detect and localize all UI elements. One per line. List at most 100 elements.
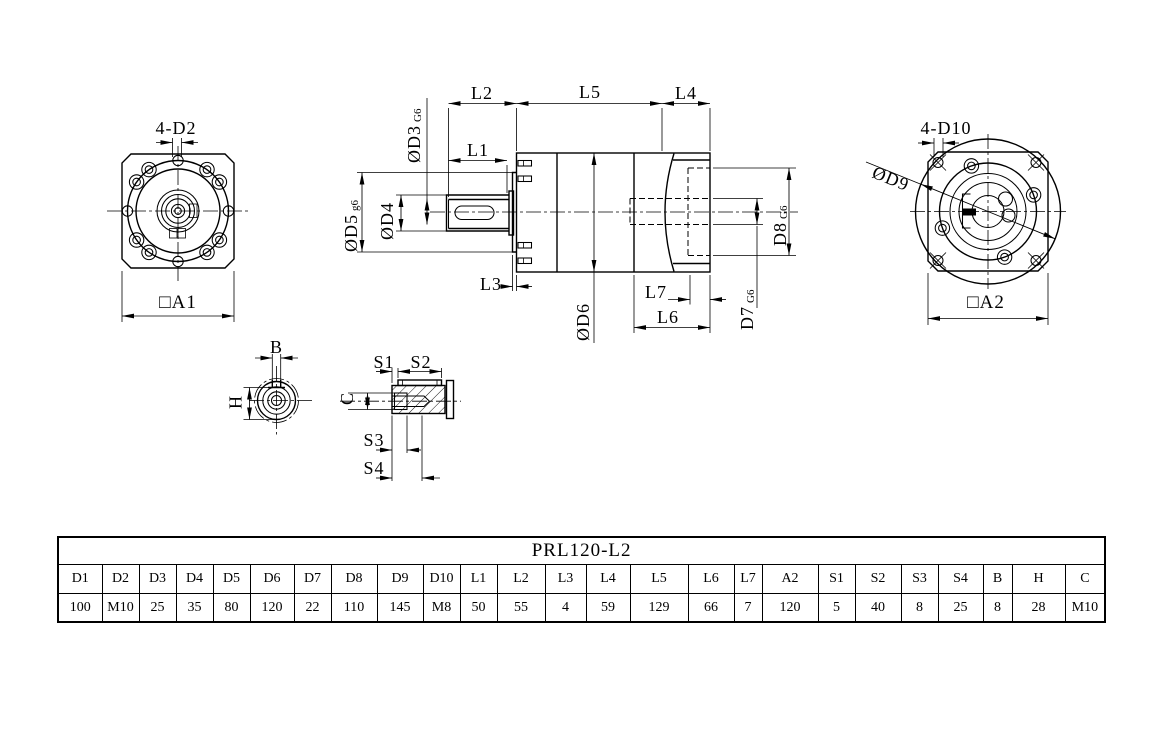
cell-value: 22 [293,593,332,623]
drawing-canvas: 4-D2 □A1 [107,82,1066,481]
dim-d6: ØD6 [573,303,593,341]
cell-value: 100 [57,593,103,623]
dim-l6: L6 [657,307,679,327]
col-header: L6 [687,564,735,594]
rear-tapped-corner-holes [929,154,1045,269]
cell-value: 129 [629,593,689,623]
dimension-table: PRL120-L2 D1 D2 D3 D4 D5 D6 D7 D8 D9 D10… [57,536,1107,623]
key-plate [397,379,443,387]
col-header: D5 [212,564,251,594]
col-header: B [982,564,1013,594]
col-header: S4 [937,564,984,594]
dim-d5: ØD5g6 [341,200,361,253]
dim-l7: L7 [645,282,667,302]
col-header: L7 [733,564,763,594]
col-header: L2 [496,564,546,594]
front-holes-label: 4-D2 [156,118,197,138]
output-shaft [445,190,515,236]
cell-value: 55 [496,593,546,623]
shaft-section-body [391,384,446,415]
cell-value: M8 [422,593,461,623]
cell-value: 8 [900,593,939,623]
col-header: L4 [585,564,631,594]
col-header: D3 [138,564,177,594]
col-header: L5 [629,564,689,594]
cell-value: M10 [1064,593,1106,623]
table-value-row: 100 M10 25 35 80 120 22 110 145 M8 50 55… [57,593,1106,623]
col-header: L1 [459,564,498,594]
keyway-slot [454,205,495,221]
table-title: PRL120-L2 [57,536,1106,565]
table-title-row: PRL120-L2 [57,536,1106,565]
rear-holes-label: 4-D10 [921,118,972,138]
front-view: 4-D2 □A1 [107,118,249,322]
dim-l3: L3 [480,274,502,294]
dim-l4: L4 [675,83,697,103]
col-header: D2 [101,564,140,594]
front-flange-outline [121,153,235,269]
dim-l2: L2 [471,83,493,103]
rear-square-label: □A2 [967,292,1005,313]
dim-h: H [226,395,246,409]
col-header: D8 [330,564,378,594]
flange-screw-tabs [517,159,533,265]
dim-d8: D8G6 [770,205,790,246]
table-header-row: D1 D2 D3 D4 D5 D6 D7 D8 D9 D10 L1 L2 L3 … [57,564,1106,594]
cell-value: 120 [761,593,819,623]
cell-value: 110 [330,593,378,623]
col-header: D10 [422,564,461,594]
col-header: L3 [544,564,587,594]
col-header: D9 [376,564,424,594]
shaft-end-view: B H [226,337,314,435]
col-header: D7 [293,564,332,594]
col-header: D4 [175,564,214,594]
rear-view: ØD9 4-D10 □A2 [865,118,1066,325]
dim-d3: ØD3G6 [404,108,424,163]
gearbox-body [515,152,711,273]
cell-value: 25 [937,593,984,623]
col-header: A2 [761,564,819,594]
cell-value: 5 [817,593,856,623]
col-header: S2 [854,564,902,594]
cell-value: 66 [687,593,735,623]
cell-value: 4 [544,593,587,623]
col-header: H [1011,564,1066,594]
cell-value: 28 [1011,593,1066,623]
dim-s4: S4 [363,458,384,478]
hidden-bores [629,167,710,256]
cell-value: 7 [733,593,763,623]
key-section-view: C S1 S2 S3 S4 [337,352,461,481]
dim-d9: ØD9 [870,162,913,195]
tapped-hole [391,395,431,408]
cell-value: 8 [982,593,1013,623]
dim-s3: S3 [363,430,384,450]
col-header: C [1064,564,1106,594]
cell-value: 40 [854,593,902,623]
end-disk [445,379,455,420]
front-corner-holes [128,161,228,261]
dim-s2: S2 [410,352,431,372]
col-header: D6 [249,564,295,594]
dim-d7: D7G6 [737,289,757,330]
rear-key [962,208,976,216]
cell-value: 50 [459,593,498,623]
dim-s1: S1 [373,352,394,372]
cell-value: 25 [138,593,177,623]
cell-value: 145 [376,593,424,623]
cell-value: 35 [175,593,214,623]
col-header: D1 [57,564,103,594]
dim-l1: L1 [467,140,489,160]
cell-value: 80 [212,593,251,623]
front-square-label: □A1 [159,292,197,313]
col-header: S3 [900,564,939,594]
rear-bell-curve [664,153,675,272]
cell-value: 59 [585,593,631,623]
cell-value: 120 [249,593,295,623]
side-view: L2 L5 L4 L1 L3 L7 L6 ØD3G6 ØD5g6 ØD4 ØD6… [341,82,798,343]
cell-value: M10 [101,593,140,623]
dim-d4: ØD4 [377,202,397,240]
dim-c: C [337,392,357,405]
col-header: S1 [817,564,856,594]
dim-l5: L5 [579,82,601,102]
